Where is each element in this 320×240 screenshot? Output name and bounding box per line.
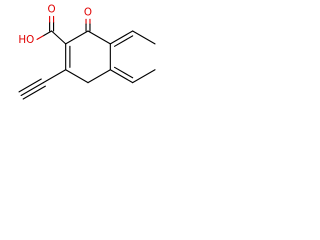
bond-c3-c4 (65, 69, 89, 84)
bond-c1-c2 (65, 30, 89, 45)
alkyne-triple-bond (18, 78, 46, 100)
bond-c4-c4a (87, 69, 111, 84)
carboxyl-single-bond (36, 30, 53, 40)
bond-c2-carboxyl (51, 30, 67, 45)
bond-c8a-c8-outer (109, 30, 134, 45)
hydroxyl-label: HO (18, 34, 34, 46)
bond-c6-c5 (132, 69, 156, 84)
ketone-double-bond (85, 18, 91, 32)
acid-oxygen-label: O (48, 4, 56, 16)
bond-c8-c7 (132, 30, 156, 45)
bond-c5-c4a-inner (113, 66, 134, 79)
carboxyl-double-bond (49, 15, 55, 32)
bond-c8a-c1 (87, 30, 111, 45)
bond-c3-ethynyl (42, 69, 67, 84)
bond-c5-c4a-outer (109, 69, 134, 84)
molecule-structure: O O HO (18, 4, 156, 100)
ketone-oxygen-label: O (84, 7, 92, 19)
bond-c8a-c8-inner (113, 35, 134, 47)
